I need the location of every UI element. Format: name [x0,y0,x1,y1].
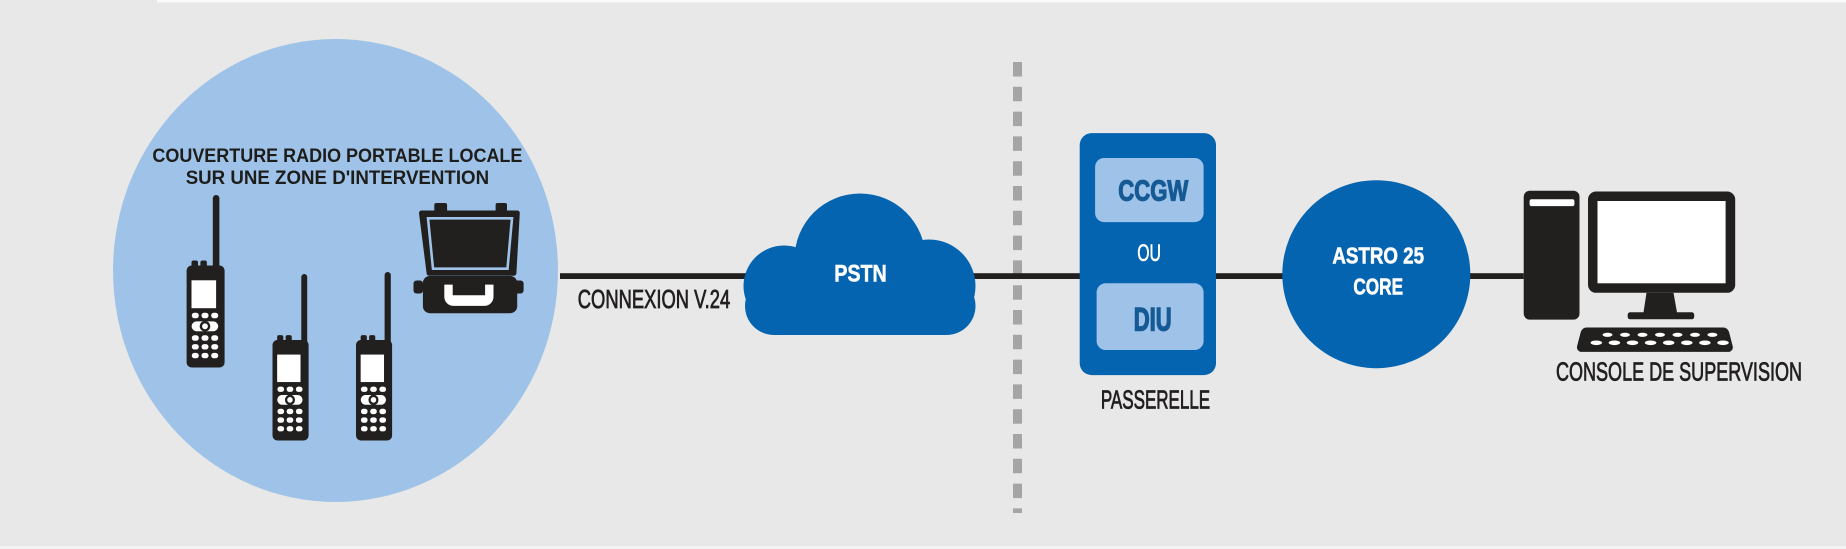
svg-text:SUR UNE ZONE D'INTERVENTION: SUR UNE ZONE D'INTERVENTION [186,167,489,189]
svg-text:CONNEXION V.24: CONNEXION V.24 [578,284,730,314]
svg-text:CORE: CORE [1353,273,1403,299]
svg-text:COUVERTURE RADIO PORTABLE LOCA: COUVERTURE RADIO PORTABLE LOCALE [152,145,522,167]
svg-text:CCGW: CCGW [1118,175,1188,207]
svg-text:PSTN: PSTN [834,261,887,288]
svg-text:PASSERELLE: PASSERELLE [1101,386,1210,414]
svg-text:CONSOLE DE SUPERVISION: CONSOLE DE SUPERVISION [1556,357,1802,387]
svg-text:OU: OU [1137,240,1161,267]
svg-text:DIU: DIU [1134,302,1172,338]
svg-text:ASTRO 25: ASTRO 25 [1332,243,1424,269]
